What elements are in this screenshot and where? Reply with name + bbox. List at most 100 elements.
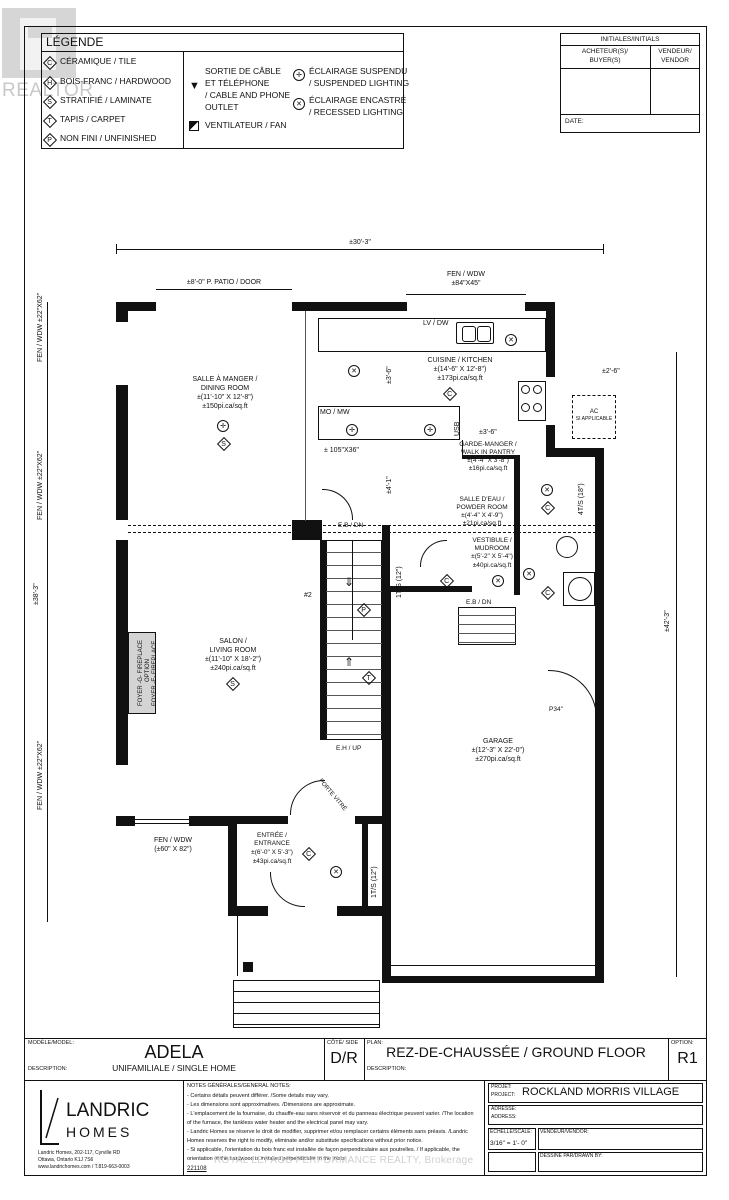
buyer-line-2: BUYER(S) [589,57,621,64]
burner-icon [521,385,530,394]
project-label-en: PROJECT: [491,1092,516,1098]
living-name-en: LIVING ROOM [209,647,257,654]
kitchen-dim-3: ±3'-6" [479,429,497,436]
legend-item-tile: CÉRAMIQUE / TILE [60,56,137,66]
recessed-light-icon: ✕ [348,365,360,377]
note-line: of the furnace, the tankless water heate… [187,1120,369,1126]
powder-name: SALLE D'EAU / [459,496,505,503]
kitchen-size: ±(14'-6" X 12'-8") [433,366,487,373]
mudroom-area: ±40pi.ca/sq.ft [472,562,512,569]
garage-opening [391,965,595,976]
ac-unit [572,395,616,439]
blank-box [488,1152,536,1172]
stair-arrow-icon: ⇓ [344,575,355,589]
suspended-light-icon: ✛ [293,69,305,81]
address-box [488,1105,703,1125]
plan-label: PLAN: [367,1040,383,1046]
kitchen-dim-2: ±4'-1" [386,476,393,494]
powder-name-en: POWDER ROOM [456,504,508,511]
right-height-dim: ±42'-3" [664,610,671,632]
option-label: OPTION: [671,1040,694,1046]
vendor-line-2: VENDOR [661,57,689,64]
burner-icon [533,403,542,412]
recessed-light-icon: ✕ [505,334,517,346]
kitchen-name: CUISINE / KITCHEN [427,357,493,364]
dining-size: ±(11'-10" X 12'-8") [196,394,254,401]
stair-number: #2 [304,592,312,599]
fan-label: VENTILATEUR / FAN [205,120,287,130]
mudroom-tis-dim: 1T/S (12") [396,566,403,598]
note-line: - Les dimensions sont approximatives. /D… [187,1102,356,1108]
mudroom-light-icon: ✕ [492,575,504,587]
note-line: - Certains détails peuvent différer. /So… [187,1093,329,1099]
lv-dw-label: LV / DW [423,320,449,327]
front-post [243,962,253,972]
mudroom-name-en: MUDROOM [474,545,510,552]
buyer-line-1: ACHETEUR(S)/ [581,48,629,55]
kitchen-island [318,406,460,440]
entrance-size: ±(6'-0" X 5'-3") [251,849,293,856]
fan-icon [189,121,199,131]
left-window-mid: FEN / WDW ±22"X62" [37,450,44,520]
company-sub: HOMES [66,1124,133,1140]
toilet [556,536,578,558]
project-label-fr: PROJET: [491,1084,512,1090]
left-window-top: FEN / WDW ±22"X62" [37,292,44,362]
recessed-line-1: ÉCLAIRAGE ENCASTRÉ [309,95,407,105]
ac-label: AC [589,409,599,415]
powder-area: ±21pi.ca/sq.ft [462,520,502,527]
notes-title: NOTES GÉNÉRALES/GENERAL NOTES: [187,1083,291,1089]
drawn-label: DESSINÉ PAR/DRAWN BY: [540,1153,603,1159]
note-line: Homes reserves the right to modify, elim… [187,1138,423,1144]
stair-down-label-1: E.B / DN [338,522,364,529]
suspended-line-1: ÉCLAIRAGE SUSPENDU [309,66,408,76]
kitchen-window-dim-1: FEN / WDW [446,271,486,278]
mudroom-size: ±(5'-2" X 5'-4") [471,553,513,560]
address-line-3: www.landrichomes.com / T.819-663-0003 [38,1164,130,1170]
project-name: ROCKLAND MORRIS VILLAGE [522,1086,680,1098]
stair-arrow-icon: ⇑ [344,655,355,669]
vendor-label: VENDEUR/VENDOR: [540,1129,589,1135]
cable-line-1: SORTIE DE CÂBLE [205,66,281,76]
counter-dim: ± 105"X36" [324,447,359,454]
stair-treads [326,540,382,740]
living-area: ±240pi.ca/sq.ft [210,665,256,672]
fireplace-option [128,632,156,714]
fireplace-label-3: FOYER -E- FIREPLACE [152,640,158,706]
kitchen-light-icon: ✛ [346,424,358,436]
entrance-tis-dim: 1T/S (12") [371,866,378,898]
usb-label: USB [454,421,461,436]
initials-box [560,33,700,133]
legend-item-laminate: STRATIFIÉ / LAMINATE [60,95,152,105]
entrance-name: ENTRÉE / [257,832,287,839]
address-label-en: ADDRESS: [491,1114,517,1120]
kitchen-sink [456,322,494,344]
model-name: ADELA [144,1042,204,1062]
project-box [488,1083,703,1103]
mo-mw-label: MO / MW [320,409,350,416]
option-value: R1 [677,1050,698,1067]
legend-item-hardwood: BOIS-FRANC / HARDWOOD [60,76,171,86]
garage-size: ±(12'-3" X 22'-0") [471,747,525,754]
cable-line-4: OUTLET [205,102,239,112]
legend-box [41,33,404,149]
pantry-name-en: WALK IN PANTRY [460,449,516,456]
powder-tis-dim: 4T/S (18") [578,483,585,515]
note-line: - L'emplacement de la fournaise, du chau… [187,1111,474,1117]
fireplace-label-2: OPTION [145,658,151,682]
landric-logo [38,1088,62,1146]
left-height-dim: ±38'-3" [33,583,40,605]
entrance-name-en: ENTRANCE [254,840,290,847]
legend-item-carpet: TAPIS / CARPET [60,114,126,124]
title-block [24,1038,707,1176]
garage-area: ±270pi.ca/sq.ft [475,756,521,763]
side-label: CÔTÉ/ SIDE [327,1040,359,1046]
drawn-box [538,1152,703,1172]
scale-value: 3/16" = 1'- 0" [490,1140,528,1147]
vanity [563,572,595,606]
powder-light-icon: ✕ [541,484,553,496]
front-steps [233,980,380,1028]
stair-down-label-2: E.B / DN [466,599,492,606]
entrance-light-icon: ✕ [330,866,342,878]
patio-door-dim: ±8'-0" P. PATIO / DOOR [186,279,262,286]
